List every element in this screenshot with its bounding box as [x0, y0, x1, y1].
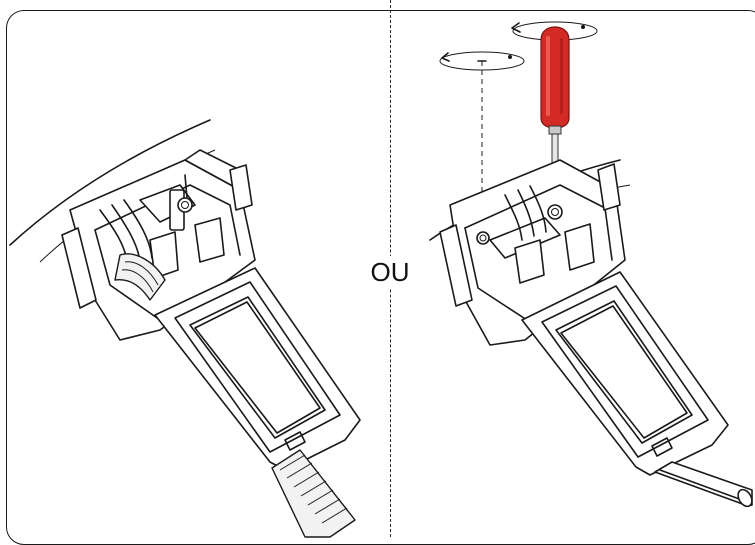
- rigid-pipe: [654, 461, 753, 508]
- corrugated-conduit-bottom: [271, 449, 356, 538]
- rotation-arrow-left-icon: [439, 51, 525, 232]
- option-separator-label: OU: [367, 256, 413, 288]
- left-panel: [9, 119, 361, 538]
- junction-box: [61, 149, 256, 341]
- cover-lid-right: [521, 271, 729, 476]
- mounting-surface-curve: [9, 119, 211, 246]
- right-panel: [429, 21, 753, 508]
- corrugated-conduit-top: [114, 253, 166, 301]
- cover-lid: [154, 267, 361, 471]
- junction-box-right: [439, 159, 626, 346]
